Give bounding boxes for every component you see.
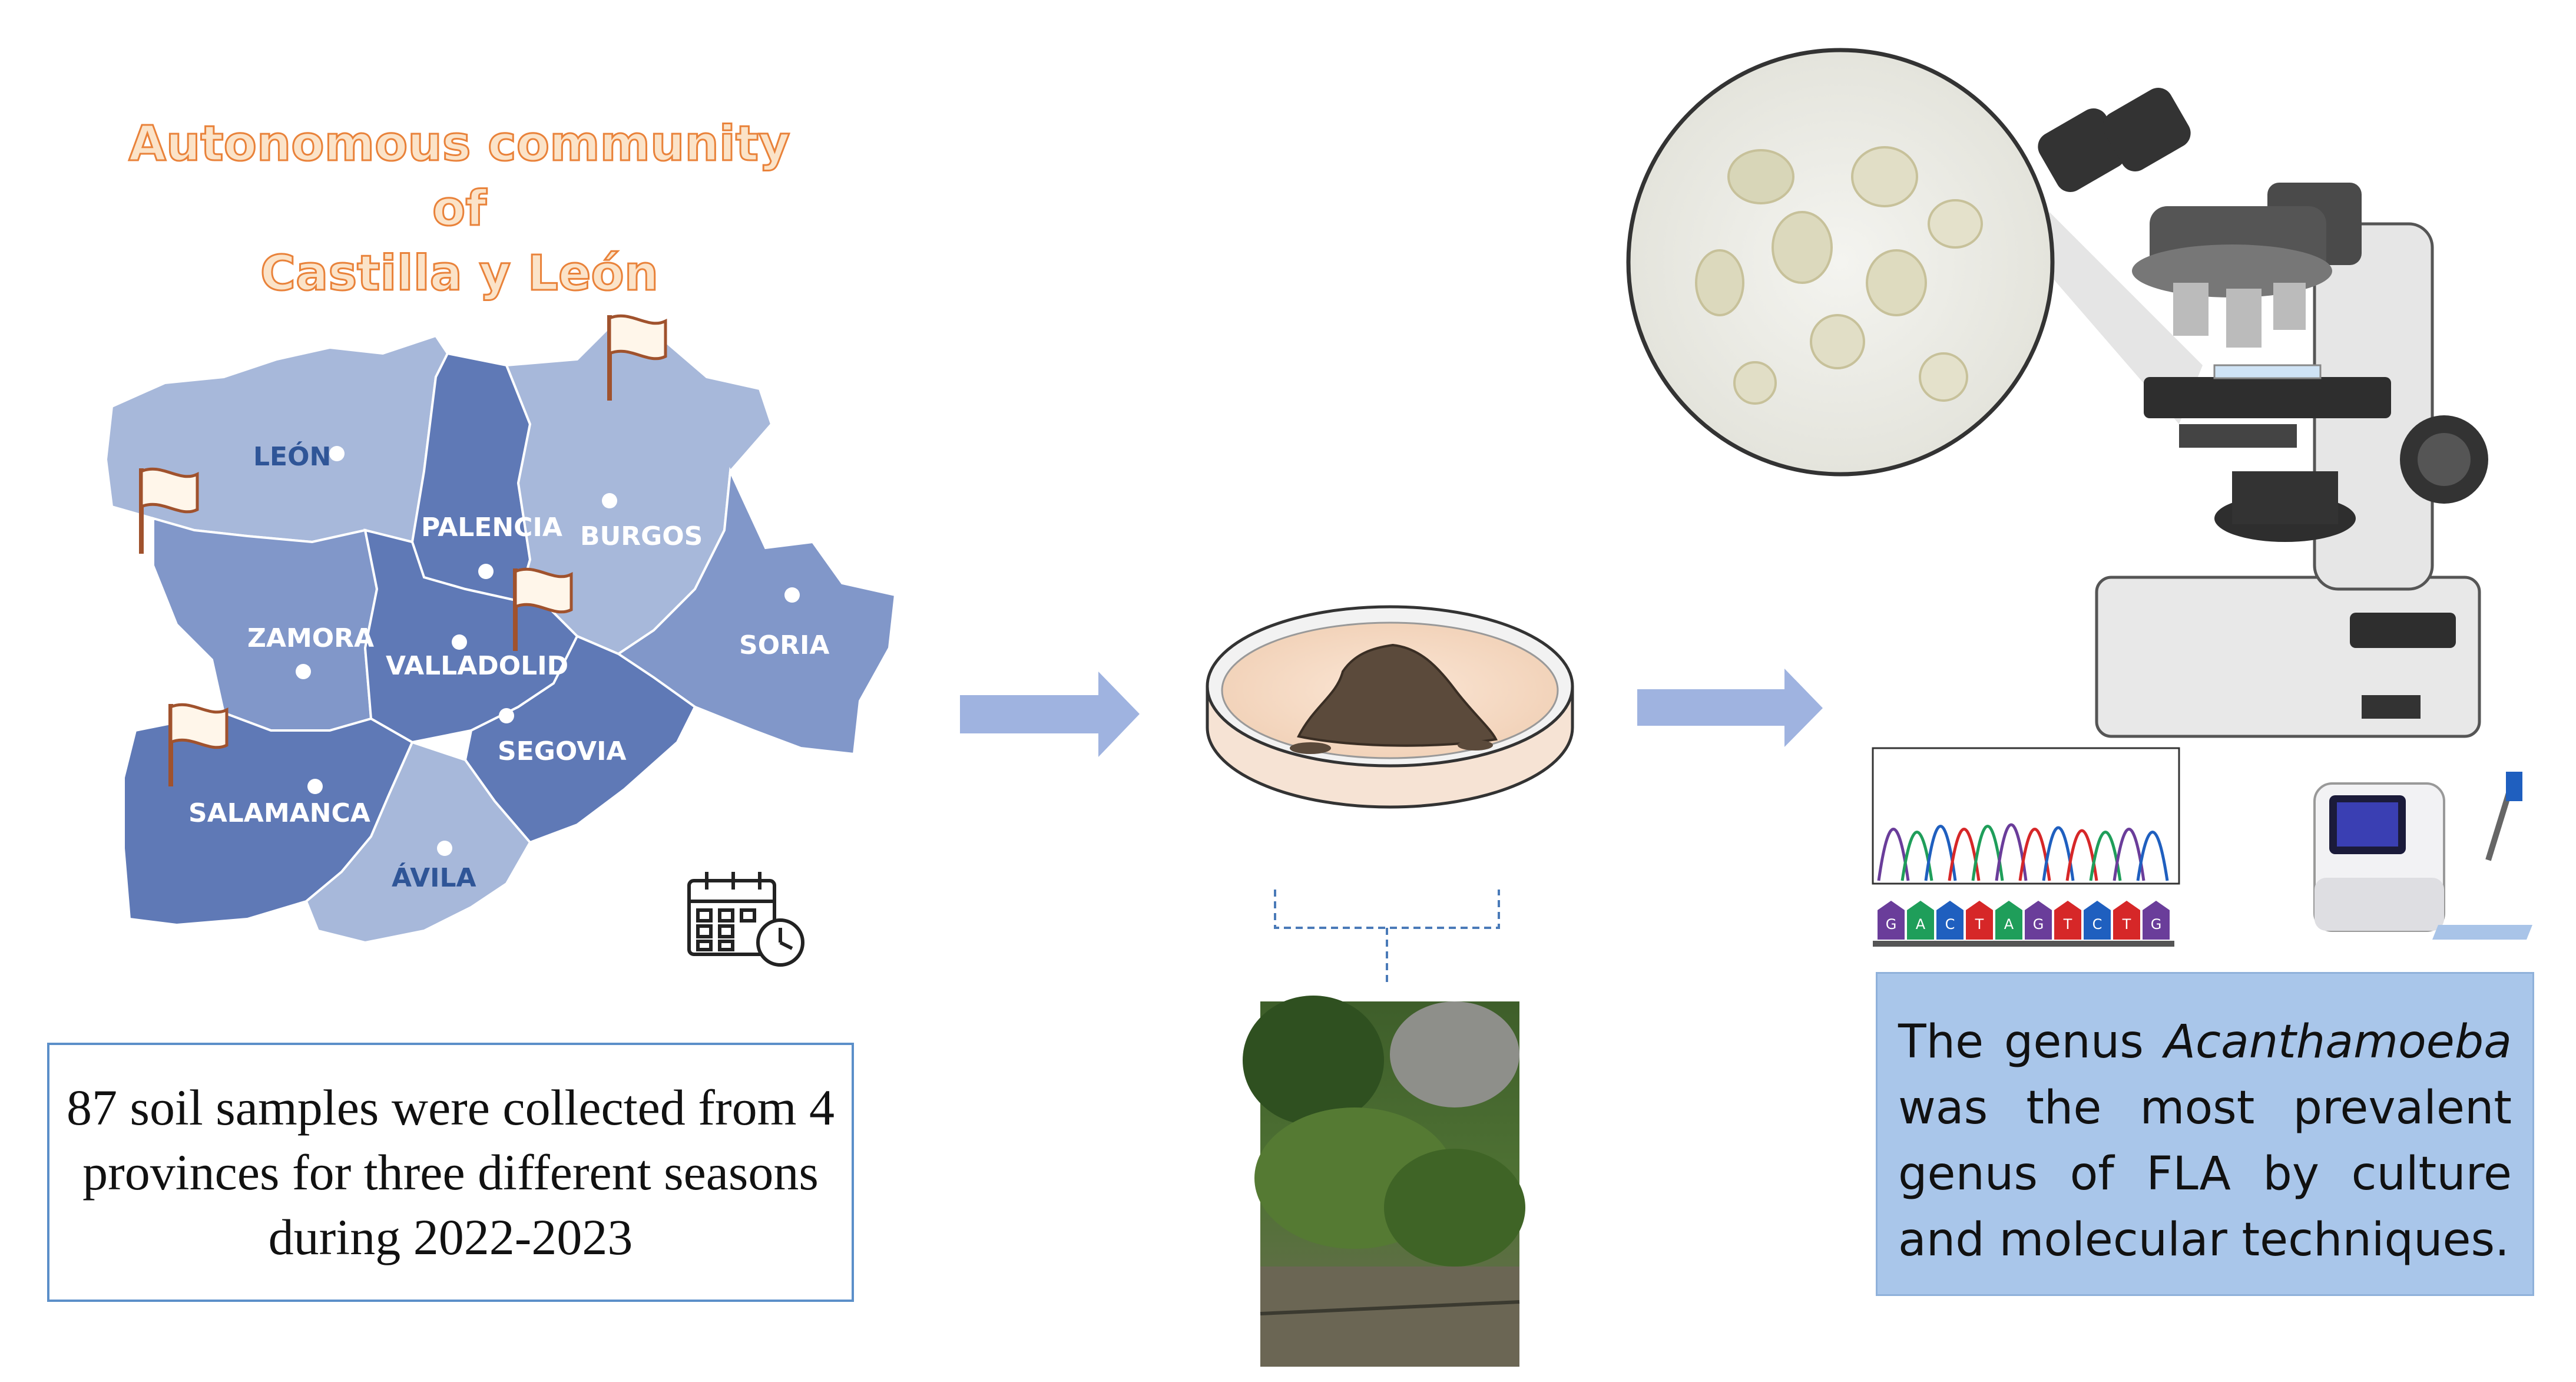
dna-base-letter: G: [2151, 916, 2162, 933]
calendar-icon: [687, 872, 804, 967]
dna-base-tile: [1936, 901, 1964, 940]
microscope-icon: [2026, 88, 2488, 738]
dna-base-letter: C: [2092, 916, 2102, 933]
province-label-burgos: BURGOS: [580, 521, 703, 551]
province-avila-shape: [304, 740, 532, 944]
dna-base-letter: A: [2004, 916, 2014, 933]
dna-base-letter: G: [1886, 916, 1897, 933]
dna-base-letter: A: [1916, 916, 1926, 933]
province-label-zamora: ZAMORA: [247, 623, 374, 653]
arrow-right-icon: [1637, 669, 1823, 747]
conclusion-genus-italic: Acanthamoeba: [2164, 1016, 2512, 1069]
map-title: Autonomous community of Castilla y León: [106, 112, 813, 306]
dna-base-letter: T: [1975, 916, 1984, 933]
dna-base-tile: [2025, 901, 2052, 940]
dashed-brace: [1274, 890, 1500, 984]
province-label-valladolid: VALLADOLID: [386, 651, 568, 681]
dna-base-letter: T: [2122, 916, 2131, 933]
arrow-right-icon: [960, 672, 1140, 757]
sampling-description-box: 87 soil samples were collected from 4 pr…: [47, 1043, 854, 1302]
microscopy-view-circle: [1626, 48, 2055, 477]
province-label-salamanca: SALAMANCA: [188, 798, 370, 828]
dna-base-tile: [1966, 901, 1993, 940]
title-line-2: Castilla y León: [259, 245, 659, 303]
dna-base-letter: C: [1945, 916, 1955, 933]
dna-base-strip: [1873, 941, 2174, 947]
dna-base-tile: [1907, 901, 1934, 940]
province-label-soria: SORIA: [739, 630, 829, 660]
flag-icon: [513, 567, 573, 651]
dna-base-tile: [2054, 901, 2081, 940]
province-label-leon: LEÓN: [253, 441, 331, 472]
garden-photo: [1243, 996, 1525, 1367]
flag-icon: [139, 467, 199, 554]
dna-base-tile: [2084, 901, 2111, 940]
province-label-segovia: SEGOVIA: [498, 736, 627, 766]
dna-base-tile: [1878, 901, 1905, 940]
province-soria-shape: [616, 467, 897, 756]
province-leon-shape: [104, 334, 449, 544]
dna-base-tile: [2113, 901, 2140, 940]
conclusion-box: The genus Acanthamoeba was the most prev…: [1876, 972, 2534, 1296]
pcr-machine-icon: [2313, 772, 2532, 940]
conclusion-text-part2: was the most prevalent genus of FLA by c…: [1898, 1082, 2512, 1267]
flag-icon: [607, 314, 667, 401]
title-line-1: Autonomous community of: [128, 115, 791, 238]
flag-icon: [168, 703, 229, 786]
dna-base-letter: T: [2063, 916, 2072, 933]
petri-dish-soil-icon: [1206, 605, 1574, 809]
province-label-palencia: PALENCIA: [421, 513, 562, 543]
dna-base-tile: [1995, 901, 2022, 940]
province-label-avila: ÁVILA: [392, 862, 476, 893]
sampling-description-text: 87 soil samples were collected from 4 pr…: [67, 1079, 835, 1265]
conclusion-text-part1: The genus: [1898, 1016, 2144, 1069]
castilla-leon-map: LEÓN PALENCIA BURGOS ZAMORA VALLADOLID S…: [104, 314, 897, 967]
dna-base-letter: G: [2033, 916, 2044, 933]
dna-base-tile: [2143, 901, 2170, 940]
